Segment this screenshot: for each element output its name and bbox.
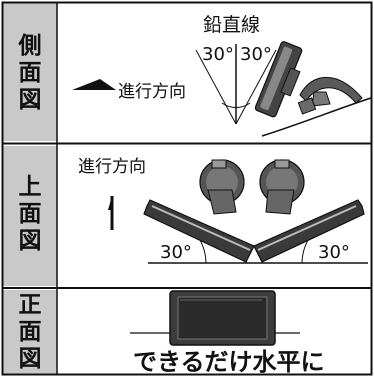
front-view-band: 正 面 図: [3, 290, 57, 374]
top-angle-right: 30°: [318, 242, 350, 263]
top-arc-right: [301, 239, 309, 264]
direction-arrow-side: [72, 79, 116, 90]
side-angle-right: 30°: [240, 44, 272, 65]
side-mount: [297, 76, 363, 115]
top-angle-left: 30°: [160, 242, 192, 263]
top-view-drawing: [108, 159, 368, 264]
vertical-line-label: 鉛直線: [203, 14, 261, 36]
front-view-drawing: [130, 290, 300, 346]
top-view-label: 上 面 図: [18, 174, 42, 254]
front-view-label: 正 面 図: [18, 292, 42, 372]
side-view-drawing: [72, 41, 372, 137]
top-device-right: [253, 159, 365, 263]
side-angle-left: 30°: [202, 44, 234, 65]
side-view-label: 側 面 図: [18, 33, 42, 113]
angle-line-right: [235, 49, 277, 125]
dashboard-line: [261, 97, 372, 137]
top-view-band: 上 面 図: [3, 146, 57, 286]
top-direction-label: 進行方向: [78, 157, 146, 177]
angle-arc: [221, 102, 251, 109]
side-view-band: 側 面 図: [3, 3, 57, 141]
front-caption: できるだけ水平に: [133, 348, 325, 376]
front-screen: [177, 296, 268, 340]
side-direction-label: 進行方向: [118, 82, 186, 102]
angle-line-left: [195, 49, 237, 125]
top-arc-left: [199, 239, 207, 264]
top-device-left: [143, 159, 255, 263]
side-device: [254, 41, 303, 118]
